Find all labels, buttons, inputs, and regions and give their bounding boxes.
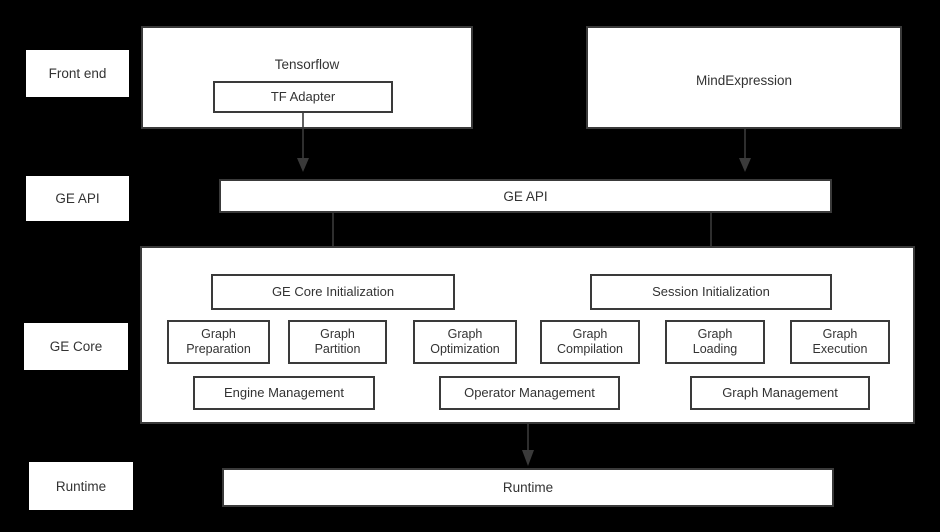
- graph-execution-box[interactable]: Graph Execution: [790, 320, 890, 364]
- ge-api-bar[interactable]: GE API: [219, 179, 832, 213]
- mindexpression-container: MindExpression: [586, 26, 902, 129]
- layer-label-ge-api-text: GE API: [55, 191, 100, 206]
- operator-management-label: Operator Management: [464, 385, 595, 401]
- tensorflow-title: Tensorflow: [274, 57, 340, 72]
- graph-optimization-label: Graph Optimization: [430, 326, 500, 356]
- tf-adapter-box[interactable]: TF Adapter: [213, 81, 393, 113]
- graph-partition-box[interactable]: Graph Partition: [288, 320, 387, 364]
- graph-compilation-box[interactable]: Graph Compilation: [540, 320, 640, 364]
- engine-management-box[interactable]: Engine Management: [193, 376, 375, 410]
- graph-compilation-label: Graph Compilation: [556, 326, 623, 356]
- graph-partition-label: Graph Partition: [314, 326, 361, 356]
- graph-execution-label: Graph Execution: [812, 326, 868, 356]
- layer-label-ge-api: GE API: [26, 176, 129, 221]
- session-initialization-label: Session Initialization: [652, 284, 770, 300]
- graph-optimization-box[interactable]: Graph Optimization: [413, 320, 517, 364]
- session-initialization-box[interactable]: Session Initialization: [590, 274, 832, 310]
- graph-loading-label: Graph Loading: [692, 326, 738, 356]
- layer-label-ge-core-text: GE Core: [49, 339, 103, 354]
- layer-label-ge-core: GE Core: [24, 323, 128, 370]
- graph-preparation-label: Graph Preparation: [186, 326, 251, 356]
- graph-management-label: Graph Management: [722, 385, 838, 401]
- graph-management-box[interactable]: Graph Management: [690, 376, 870, 410]
- engine-management-label: Engine Management: [224, 385, 344, 401]
- runtime-bar[interactable]: Runtime: [222, 468, 834, 507]
- graph-loading-box[interactable]: Graph Loading: [665, 320, 765, 364]
- ge-core-initialization-label: GE Core Initialization: [271, 284, 395, 300]
- layer-label-front-end-text: Front end: [48, 66, 107, 81]
- ge-core-initialization-box[interactable]: GE Core Initialization: [211, 274, 455, 310]
- operator-management-box[interactable]: Operator Management: [439, 376, 620, 410]
- mindexpression-title: MindExpression: [695, 73, 793, 88]
- ge-api-bar-label: GE API: [503, 188, 548, 204]
- layer-label-runtime: Runtime: [29, 462, 133, 510]
- tf-adapter-label: TF Adapter: [270, 89, 336, 105]
- graph-preparation-box[interactable]: Graph Preparation: [167, 320, 270, 364]
- runtime-bar-label: Runtime: [502, 480, 554, 495]
- layer-label-front-end: Front end: [26, 50, 129, 97]
- layer-label-runtime-text: Runtime: [55, 478, 107, 494]
